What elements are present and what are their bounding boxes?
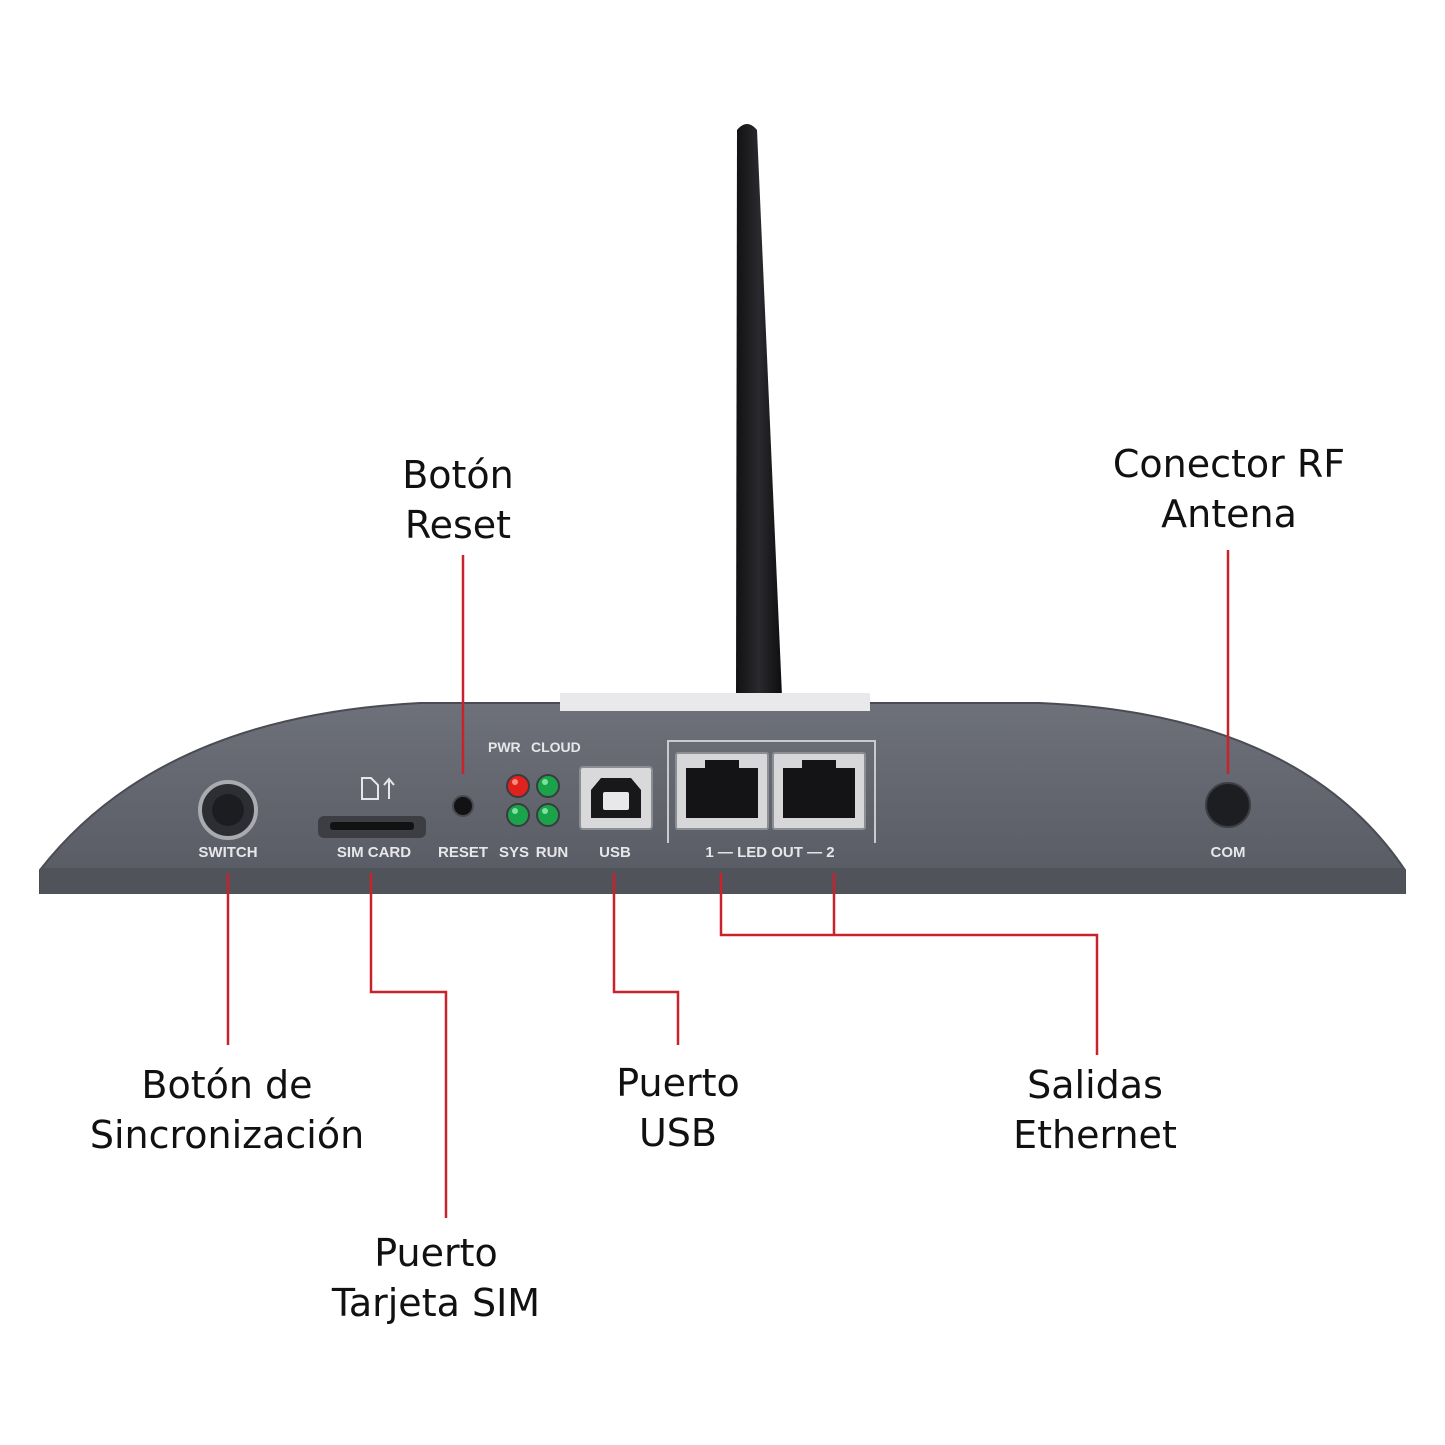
callout-reset: Botón Reset <box>402 450 514 550</box>
reset-label: RESET <box>438 844 488 861</box>
led-sys <box>506 803 530 827</box>
ethernet-port-1 <box>675 752 769 830</box>
sys-label: SYS <box>499 844 529 861</box>
ethernet-port-2 <box>772 752 866 830</box>
callout-ethernet: Salidas Ethernet <box>1013 1060 1177 1160</box>
led-run <box>536 803 560 827</box>
callout-rf-antenna-line2: Antena <box>1161 492 1297 536</box>
callout-sim-line2: Tarjeta SIM <box>331 1281 541 1325</box>
led-cloud <box>536 774 560 798</box>
reset-pinhole <box>452 795 474 817</box>
callout-reset-line1: Botón <box>402 453 514 497</box>
callout-lines <box>226 550 1230 1218</box>
callout-sim-line1: Puerto <box>374 1231 498 1275</box>
leader-ethernet <box>719 873 1099 1055</box>
antenna <box>736 124 782 696</box>
usb-port <box>579 766 653 830</box>
usb-label: USB <box>599 844 631 861</box>
callout-usb: Puerto USB <box>616 1058 739 1158</box>
pwr-label: PWR <box>488 739 521 755</box>
led-out-label: 1 — LED OUT — 2 <box>705 844 834 861</box>
callout-usb-line1: Puerto <box>616 1061 740 1105</box>
callout-sync-line2: Sincronización <box>89 1113 365 1157</box>
sim-card-slot <box>318 816 426 838</box>
com-label: COM <box>1211 844 1246 861</box>
callout-sync-line1: Botón de <box>141 1063 313 1107</box>
callout-usb-line2: USB <box>638 1111 718 1155</box>
run-label: RUN <box>536 844 569 861</box>
sim-card-icon <box>361 777 395 800</box>
led-pwr <box>506 774 530 798</box>
sim-card-label: SIM CARD <box>337 844 411 861</box>
callout-ethernet-line1: Salidas <box>1027 1063 1163 1107</box>
callout-ethernet-line2: Ethernet <box>1013 1113 1177 1157</box>
callout-rf-antenna-line1: Conector RF <box>1112 442 1346 486</box>
callout-sim: Puerto Tarjeta SIM <box>332 1228 540 1328</box>
callout-sync: Botón de Sincronización <box>90 1060 364 1160</box>
ethernet-bracket <box>667 740 876 843</box>
cloud-label: CLOUD <box>531 739 581 755</box>
switch-button <box>198 780 258 840</box>
leader-sim <box>369 873 448 1218</box>
leader-usb <box>612 873 680 1045</box>
switch-label: SWITCH <box>198 844 257 861</box>
com-connector <box>1205 782 1251 828</box>
callout-rf-antenna: Conector RF Antena <box>1113 439 1345 539</box>
callout-reset-line2: Reset <box>404 503 512 547</box>
